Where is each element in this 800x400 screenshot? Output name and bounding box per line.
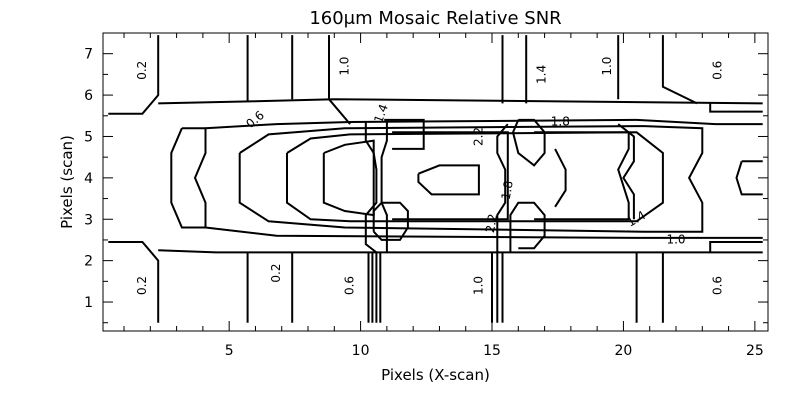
y-tick-label: 6 bbox=[84, 88, 93, 104]
x-axis-title: Pixels (X-scan) bbox=[381, 366, 490, 384]
contour-line-2.2 bbox=[380, 122, 388, 253]
y-tick-label: 5 bbox=[84, 129, 93, 145]
y-tick-label: 7 bbox=[84, 47, 93, 63]
chart-title: 160μm Mosaic Relative SNR bbox=[309, 8, 561, 29]
contour-line-1.4 bbox=[286, 131, 664, 223]
contour-label: 0.2 bbox=[135, 276, 149, 295]
contour-lines bbox=[108, 35, 763, 323]
y-tick-label: 1 bbox=[84, 295, 93, 311]
contour-label: 0.6 bbox=[711, 61, 725, 80]
y-axis-title: Pixels (scan) bbox=[58, 135, 76, 229]
x-tick-label: 20 bbox=[615, 343, 633, 359]
contour-label: 0.6 bbox=[343, 276, 357, 295]
contour-line-0.2 bbox=[108, 35, 160, 115]
contour-label: 2.2 bbox=[483, 213, 500, 234]
contour-line-0.6 bbox=[661, 35, 698, 105]
contour-line-0.6 bbox=[709, 103, 763, 113]
y-tick-label: 4 bbox=[84, 171, 93, 187]
contour-line-1.8 bbox=[322, 139, 375, 217]
contour-label: 1.0 bbox=[666, 232, 685, 246]
contour-line-2.2 bbox=[364, 122, 378, 254]
contour-line-1.8 bbox=[534, 131, 630, 221]
x-tick-label: 25 bbox=[746, 343, 764, 359]
contour-label: 0.2 bbox=[269, 264, 283, 283]
contour-label: 1.8 bbox=[551, 114, 570, 128]
contour-label: 0.6 bbox=[243, 108, 267, 131]
contour-line-0.2 bbox=[108, 241, 160, 323]
contour-line-2.2 bbox=[511, 118, 546, 167]
contour-line-0.6 bbox=[205, 226, 763, 239]
contour-label: 2.2 bbox=[471, 127, 485, 146]
contour-line-0.6 bbox=[709, 241, 763, 253]
contour-label: 1.4 bbox=[371, 102, 391, 125]
contour-label: 0.6 bbox=[711, 276, 725, 295]
plot-frame bbox=[102, 32, 769, 332]
contour-line-0.6 bbox=[205, 118, 763, 130]
contour-line-0.6 bbox=[735, 161, 763, 196]
contour-line-2.2 bbox=[554, 148, 567, 208]
contour-line-1.8 bbox=[392, 131, 509, 221]
contour-line-1.0 bbox=[328, 35, 351, 125]
contour-line-2.2 bbox=[372, 201, 409, 241]
contour-label: 1.0 bbox=[471, 276, 485, 295]
contour-label: 1.4 bbox=[534, 65, 548, 84]
contour-label: 1.0 bbox=[337, 57, 351, 76]
contour-line-2.2 bbox=[496, 123, 509, 253]
contour-line-2.2 bbox=[509, 201, 546, 253]
contour-label: 1.0 bbox=[600, 57, 614, 76]
y-axis: 1 2 3 4 5 6 7 bbox=[84, 32, 768, 324]
contour-line-0.6 bbox=[170, 127, 207, 229]
y-tick-label: 2 bbox=[84, 254, 93, 270]
x-axis: 5 10 15 20 25 bbox=[123, 33, 764, 359]
x-tick-label: 15 bbox=[483, 343, 501, 359]
x-tick-label: 10 bbox=[352, 343, 370, 359]
x-tick-label: 5 bbox=[225, 343, 234, 359]
y-tick-label: 3 bbox=[84, 212, 93, 228]
contour-label: 0.2 bbox=[135, 61, 149, 80]
contour-line-2.2 bbox=[384, 118, 425, 150]
contour-line-0.2 bbox=[158, 249, 763, 254]
contour-line-2.2 bbox=[617, 123, 635, 220]
contour-line-2.2 bbox=[417, 164, 480, 196]
contour-label: 1.8 bbox=[499, 180, 516, 201]
contour-line-1.0 bbox=[238, 125, 704, 233]
contour-line-0.2 bbox=[158, 98, 763, 105]
